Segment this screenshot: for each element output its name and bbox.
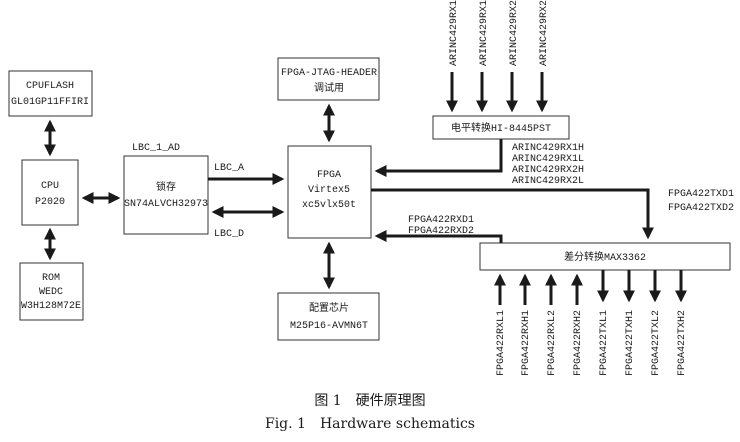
cpu-block: CPU P2020 xyxy=(21,159,79,226)
arinc-out-label-3: ARINC429RX2H xyxy=(512,165,584,176)
lbc-a-label: LBC_A xyxy=(214,163,244,174)
level-to-fpga-link xyxy=(374,139,503,177)
config-part: M25P16-AVMN6T xyxy=(290,321,368,332)
latch-block: 锁存 SN74ALVCH32973 xyxy=(123,155,209,235)
lbc-d-label: LBC_D xyxy=(214,229,244,240)
fpga422-rxd1-label: FPGA422RXD1 xyxy=(408,215,474,226)
diff-label-3: FPGA422RXL2 xyxy=(547,310,558,376)
diff-converter-block: 差分转换MAX3362 xyxy=(479,242,731,271)
cpu-part: P2020 xyxy=(35,197,65,208)
cpuflash-part: GL01GP11FFIRI xyxy=(11,97,89,108)
diff-converter-label: 差分转换MAX3362 xyxy=(564,250,646,264)
rom-label: ROM xyxy=(42,273,60,284)
fpga-part: xc5vlx50t xyxy=(302,199,356,211)
fpga-family: Virtex5 xyxy=(308,184,350,196)
latch-label: 锁存 xyxy=(156,180,176,194)
jtag-block: FPGA-JTAG-HEADER 调试用 xyxy=(277,57,380,101)
config-block: 配置芯片 M25P16-AVMN6T xyxy=(277,292,380,341)
jtag-label: FPGA-JTAG-HEADER xyxy=(281,68,377,79)
latch-part: SN74ALVCH32973 xyxy=(124,199,208,210)
diff-label-6: FPGA422TXH1 xyxy=(625,310,636,376)
arinc-out-label-1: ARINC429RX1H xyxy=(512,143,584,154)
arinc-in-label-4: ARINC429RX2H xyxy=(539,0,550,66)
arinc-in-label-2: ARINC429RX1H xyxy=(479,0,490,66)
fpga422-txd1-label: FPGA422TXD1 xyxy=(668,189,734,200)
diff-label-7: FPGA422TXL2 xyxy=(651,310,662,376)
cpu-label: CPU xyxy=(41,181,59,192)
rom-vendor: WEDC xyxy=(39,287,63,298)
diff-to-fpga-link xyxy=(374,230,503,243)
diff-label-4: FPGA422RXH2 xyxy=(573,310,584,376)
caption-cn: 图 1 硬件原理图 xyxy=(314,393,425,409)
arinc-in-label-1: ARINC429RX1L xyxy=(449,0,460,66)
rom-block: ROM WEDC W3H128M72E xyxy=(19,262,84,321)
diff-label-5: FPGA422TXL1 xyxy=(599,310,610,376)
arinc-out-label-2: ARINC429RX1L xyxy=(512,154,584,165)
arinc-out-label-4: ARINC429RX2L xyxy=(512,176,584,187)
fpga422-rxd2-label: FPGA422RXD2 xyxy=(408,226,474,237)
fpga-block: FPGA Virtex5 xc5vlx50t xyxy=(287,145,372,239)
rom-part: W3H128M72E xyxy=(21,301,81,312)
cpuflash-block: CPUFLASH GL01GP11FFIRI xyxy=(8,70,93,117)
fpga-label: FPGA xyxy=(317,170,341,181)
jtag-purpose: 调试用 xyxy=(314,81,344,95)
fpga422-txd2-label: FPGA422TXD2 xyxy=(668,203,734,214)
diff-label-2: FPGA422RXH1 xyxy=(521,310,532,376)
caption-en: Fig. 1 Hardware schematics xyxy=(265,416,475,432)
level-converter-label: 电平转换HI-8445PST xyxy=(451,121,551,135)
diff-label-1: FPGA422RXL1 xyxy=(496,310,507,376)
diff-label-8: FPGA422TXH2 xyxy=(677,310,688,376)
fpga-to-diff-link xyxy=(371,188,654,240)
config-label: 配置芯片 xyxy=(309,301,349,315)
arinc-in-label-3: ARINC429RX2L xyxy=(509,0,520,66)
level-converter-block: 电平转换HI-8445PST xyxy=(432,115,570,140)
cpuflash-label: CPUFLASH xyxy=(26,81,74,92)
lbc-1-ad-label: LBC_1_AD xyxy=(132,143,180,154)
